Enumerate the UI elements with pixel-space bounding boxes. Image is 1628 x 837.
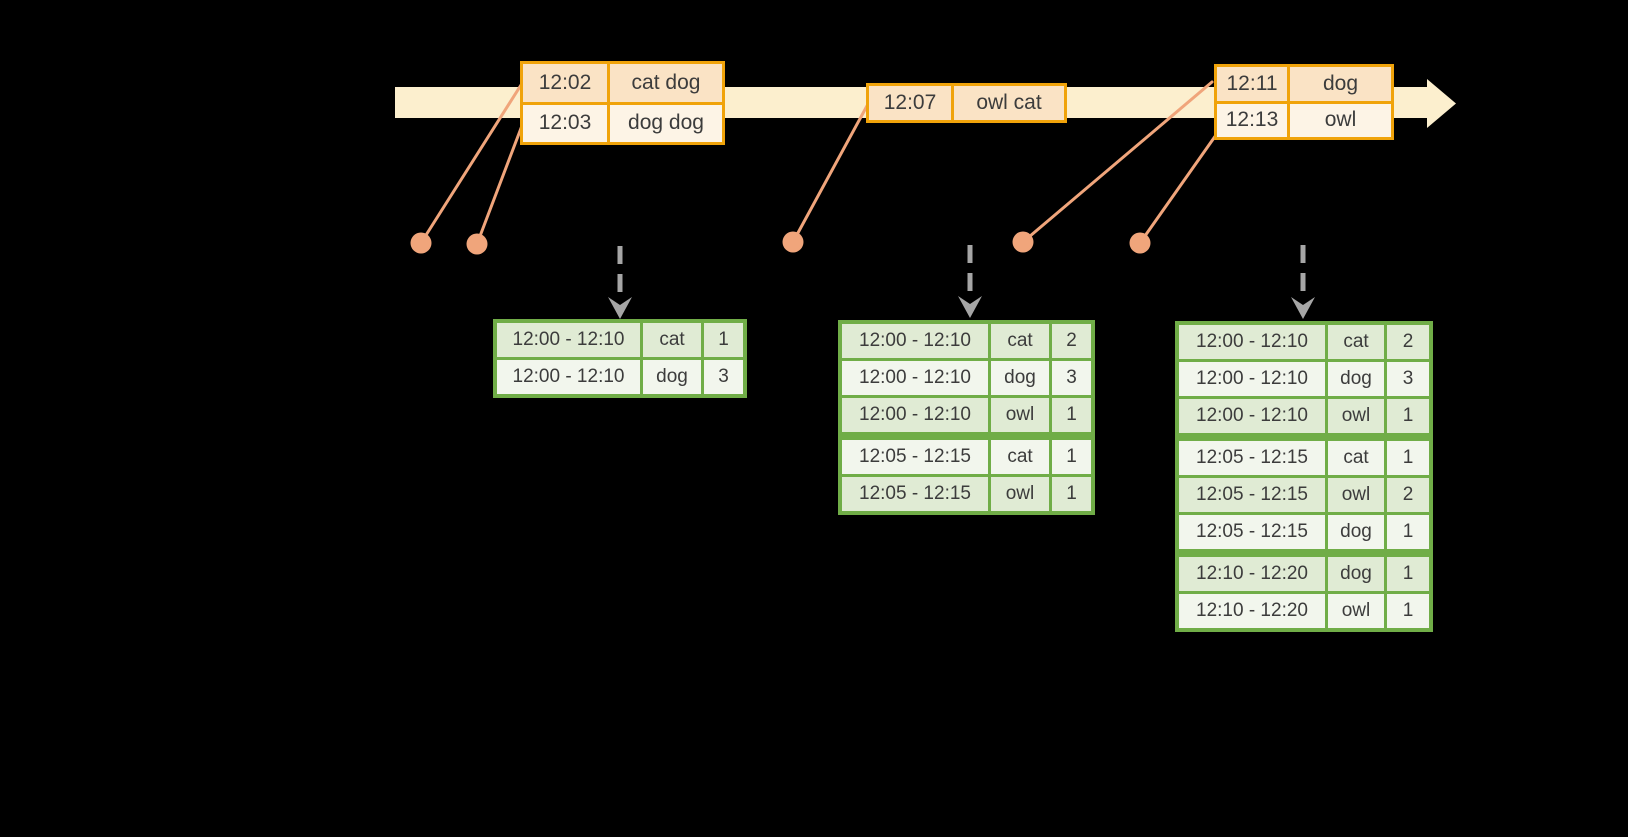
event-connector-line xyxy=(1138,133,1218,245)
event-connector-line xyxy=(419,83,523,245)
count-cell: 1 xyxy=(1387,399,1429,433)
window-cell: 12:05 - 12:15 xyxy=(842,440,988,474)
trigger-arrows xyxy=(608,245,1315,319)
trigger-arrow-head-icon xyxy=(1291,297,1315,319)
word-cell: dog xyxy=(1328,557,1384,591)
time-cell: 12:02 xyxy=(523,64,607,102)
word-cell: owl xyxy=(1328,594,1384,628)
window-cell: 12:05 - 12:15 xyxy=(842,477,988,511)
event-connector-line xyxy=(1021,80,1214,244)
time-cell: 12:13 xyxy=(1217,103,1287,137)
time-cell: 12:11 xyxy=(1217,67,1287,101)
window-cell: 12:05 - 12:15 xyxy=(1179,441,1325,475)
count-cell: 3 xyxy=(1387,362,1429,396)
count-cell: 3 xyxy=(704,360,743,394)
word-cell: owl xyxy=(1328,478,1384,512)
trigger-arrow-head-icon xyxy=(958,296,982,318)
word-cell: cat xyxy=(991,440,1049,474)
word-cell: dog xyxy=(991,361,1049,395)
event-marker-dot-icon xyxy=(1012,231,1034,253)
window-cell: 12:00 - 12:10 xyxy=(497,360,640,394)
event-connector-line xyxy=(475,121,525,246)
word-cell: dog xyxy=(1328,515,1384,549)
word-cell: owl xyxy=(1328,399,1384,433)
timeline-arrow-head-icon xyxy=(1427,79,1456,128)
count-cell: 2 xyxy=(1052,324,1091,358)
count-cell: 1 xyxy=(1052,398,1091,432)
window-cell: 12:05 - 12:15 xyxy=(1179,478,1325,512)
event-marker-dot-icon xyxy=(1129,232,1151,254)
words-cell: dog dog xyxy=(610,104,722,142)
count-cell: 1 xyxy=(1387,441,1429,475)
words-cell: owl cat xyxy=(954,86,1064,120)
window-cell: 12:00 - 12:10 xyxy=(842,398,988,432)
window-cell: 12:00 - 12:10 xyxy=(1179,362,1325,396)
word-cell: cat xyxy=(643,323,701,357)
window-cell: 12:00 - 12:10 xyxy=(842,361,988,395)
count-cell: 2 xyxy=(1387,325,1429,359)
event-marker-dot-icon xyxy=(466,233,488,255)
word-cell: cat xyxy=(991,324,1049,358)
word-cell: cat xyxy=(1328,325,1384,359)
window-cell: 12:05 - 12:15 xyxy=(1179,515,1325,549)
window-cell: 12:00 - 12:10 xyxy=(1179,399,1325,433)
count-cell: 1 xyxy=(704,323,743,357)
time-cell: 12:03 xyxy=(523,104,607,142)
window-cell: 12:00 - 12:10 xyxy=(842,324,988,358)
window-cell: 12:10 - 12:20 xyxy=(1179,557,1325,591)
count-cell: 1 xyxy=(1387,594,1429,628)
count-cell: 1 xyxy=(1052,477,1091,511)
count-cell: 1 xyxy=(1387,557,1429,591)
word-cell: dog xyxy=(643,360,701,394)
window-cell: 12:10 - 12:20 xyxy=(1179,594,1325,628)
event-marker-dot-icon xyxy=(782,231,804,253)
count-cell: 1 xyxy=(1052,440,1091,474)
event-connector-line xyxy=(791,102,870,244)
window-cell: 12:00 - 12:10 xyxy=(1179,325,1325,359)
time-cell: 12:07 xyxy=(869,86,951,120)
count-cell: 2 xyxy=(1387,478,1429,512)
word-cell: cat xyxy=(1328,441,1384,475)
word-cell: owl xyxy=(991,398,1049,432)
event-markers xyxy=(410,231,1151,255)
word-cell: dog xyxy=(1328,362,1384,396)
trigger-arrow-head-icon xyxy=(608,297,632,319)
words-cell: dog xyxy=(1290,67,1391,101)
event-connector-lines xyxy=(419,80,1218,246)
words-cell: cat dog xyxy=(610,64,722,102)
words-cell: owl xyxy=(1290,103,1391,137)
window-cell: 12:00 - 12:10 xyxy=(497,323,640,357)
count-cell: 1 xyxy=(1387,515,1429,549)
word-cell: owl xyxy=(991,477,1049,511)
event-marker-dot-icon xyxy=(410,232,432,254)
count-cell: 3 xyxy=(1052,361,1091,395)
